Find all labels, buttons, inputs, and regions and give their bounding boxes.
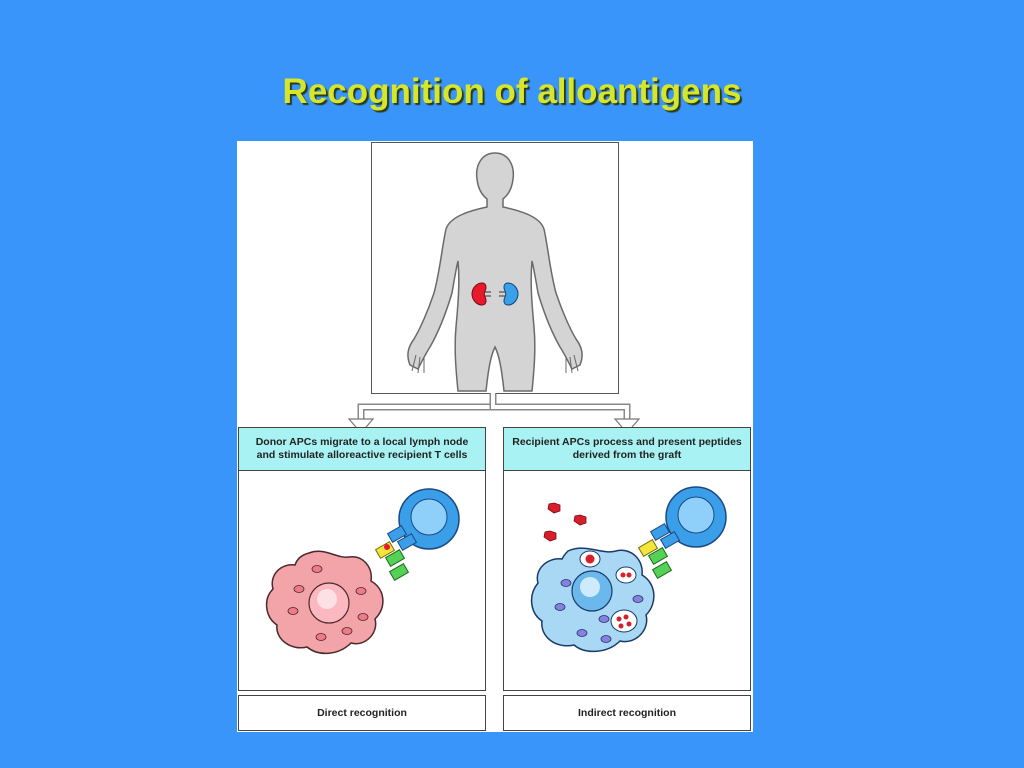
direct-recognition-panel: Donor APCs migrate to a local lymph node… [238,427,486,691]
hand-right-fingers [565,354,579,374]
indirect-recognition-panel: Recipient APCs process and present pepti… [503,427,751,691]
recipient-t-cell [665,486,727,548]
recipient-t-cell [398,488,460,550]
indirect-recognition-caption: Indirect recognition [503,695,751,731]
slide-title: Recognition of alloantigens [282,72,742,111]
indirect-recognition-illustration [530,486,727,653]
human-silhouette [407,152,583,392]
direct-recognition-header: Donor APCs migrate to a local lymph node… [239,428,485,471]
direct-recognition-illustration [265,488,460,655]
branch-arrows [347,393,641,434]
direct-recognition-caption: Direct recognition [238,695,486,731]
tcr-mhc-complex [374,524,418,582]
donor-kidney [471,282,491,306]
tcr-mhc-complex [637,522,681,580]
graft-peptides [543,502,587,542]
human-body-panel [371,142,619,394]
indirect-recognition-header: Recipient APCs process and present pepti… [504,428,750,471]
recipient-kidney [499,282,519,306]
human-body-illustration [407,152,583,392]
hand-left-fingers [411,354,425,374]
arrow-head-right [613,418,641,434]
donor-apc [265,550,384,655]
alloantigen-figure: Donor APCs migrate to a local lymph node… [237,141,753,732]
arrow-head-left [347,418,375,434]
recipient-apc [530,547,655,653]
